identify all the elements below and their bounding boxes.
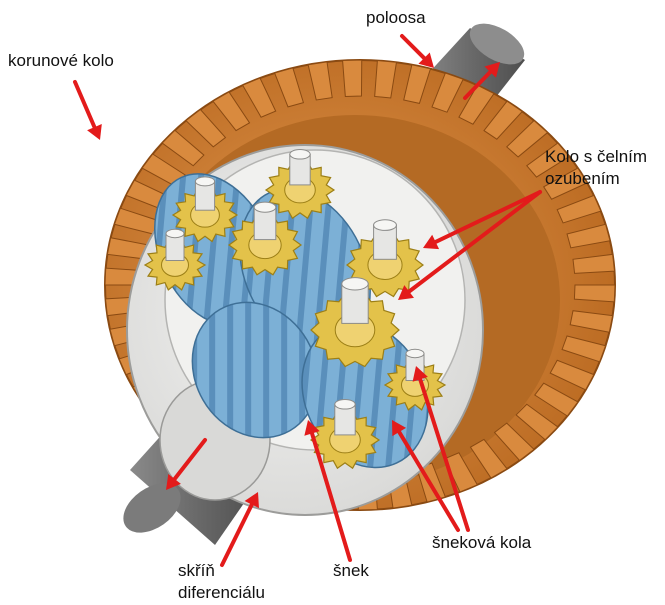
label-spur-gear-line1: Kolo s čelním [545, 146, 665, 168]
label-spur-gear-line2: ozubením [545, 168, 665, 190]
label-housing: skříň diferenciálu [178, 560, 298, 604]
label-housing-line2: diferenciálu [178, 582, 298, 604]
arrow-crown-gear [75, 82, 102, 140]
label-crown-gear: korunové kolo [8, 50, 114, 72]
crown-tooth [574, 285, 615, 302]
label-spur-gear: Kolo s čelním ozubením [545, 146, 665, 190]
label-worm-gears: šneková kola [432, 532, 531, 554]
crown-tooth [343, 60, 362, 96]
label-worm: šnek [333, 560, 369, 582]
label-housing-line1: skříň [178, 560, 298, 582]
label-half-shaft: poloosa [366, 7, 426, 29]
